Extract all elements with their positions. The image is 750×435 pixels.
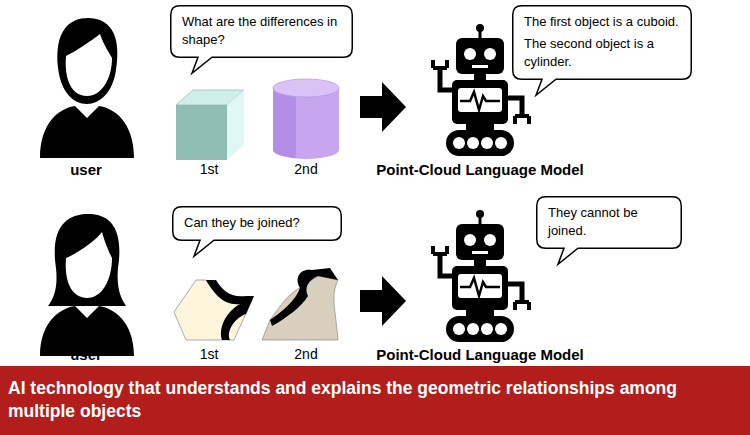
model-label: Point-Cloud Language Model <box>376 161 583 178</box>
cuboid <box>176 90 244 160</box>
bubble-path <box>171 6 353 74</box>
user-label: user <box>70 161 102 178</box>
object-label: 2nd <box>294 346 317 362</box>
speech-text: The first object is a cuboid. <box>524 13 682 31</box>
caption-text: AI technology that understands and expla… <box>8 377 742 423</box>
speech-bubble: What are the differences in shape? <box>170 5 353 58</box>
user-label: user <box>70 346 102 363</box>
speech-bubble: They cannot be joined. <box>536 196 682 249</box>
band-fill <box>0 366 750 435</box>
caption-band: AI technology that understands and expla… <box>0 366 750 435</box>
user-icon <box>40 18 134 158</box>
bubble-path <box>537 197 682 265</box>
arrow-icon <box>360 82 406 132</box>
object-label: 1st <box>200 161 219 177</box>
object-label: 2nd <box>294 161 317 177</box>
bubble-outline <box>172 206 342 261</box>
bubble-path <box>513 6 692 96</box>
speech-text: The second object is a cylinder. <box>524 35 682 71</box>
speech-bubble: The first object is a cuboid. The second … <box>512 5 692 80</box>
sheet-piece <box>262 268 338 340</box>
bubble-path <box>173 207 342 257</box>
object-label: 1st <box>200 346 219 362</box>
speech-text: They cannot be joined. <box>548 204 672 240</box>
model-label: Point-Cloud Language Model <box>376 346 583 363</box>
cylinder <box>273 79 339 159</box>
band-shape <box>0 366 750 435</box>
arrow-icon <box>360 276 406 326</box>
speech-bubble: Can they be joined? <box>172 206 342 241</box>
sheet-piece <box>174 280 254 340</box>
speech-text: What are the differences in shape? <box>182 13 343 49</box>
robot-icon <box>433 210 529 342</box>
speech-text: Can they be joined? <box>184 214 332 232</box>
user-icon <box>40 214 134 356</box>
